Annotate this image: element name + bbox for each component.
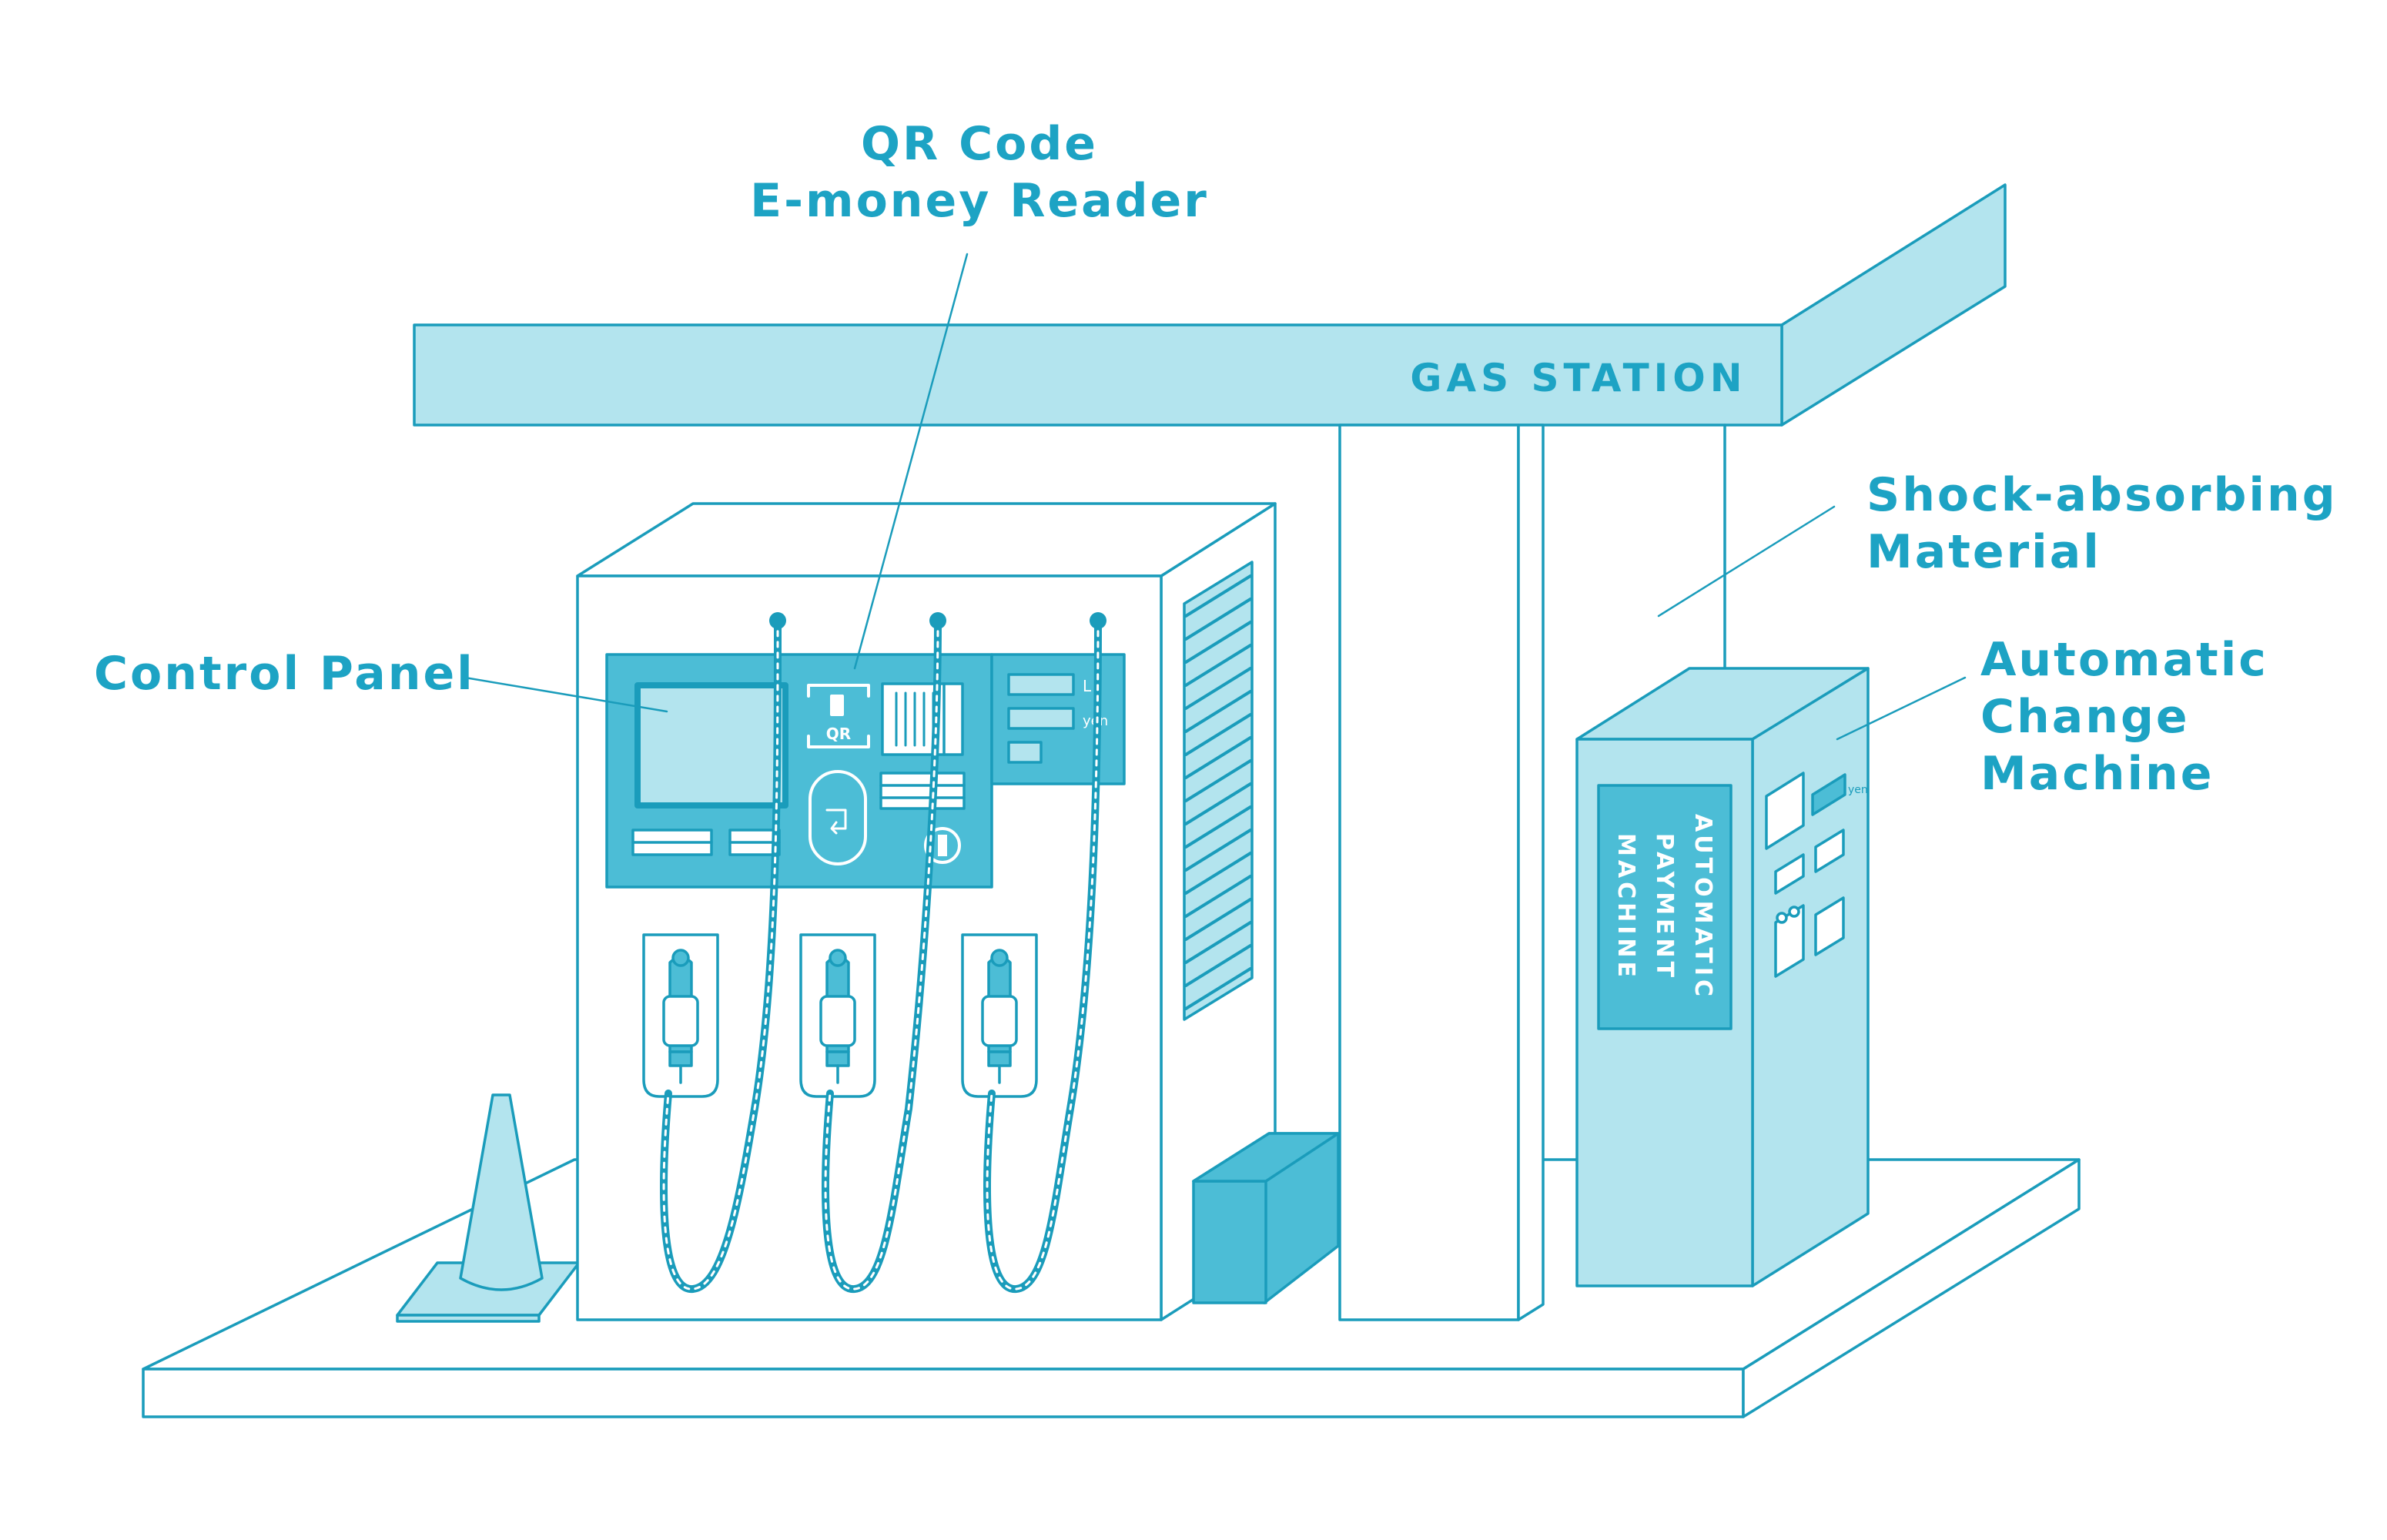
callout-shock-absorbing-line-2: Material bbox=[1866, 525, 2101, 579]
change-machine-controls bbox=[1765, 772, 1846, 978]
nozzle-holster-1 bbox=[642, 933, 719, 1098]
liters-unit: L bbox=[1083, 677, 1092, 695]
control-panel: QR L yen bbox=[605, 653, 1126, 889]
panel-screen bbox=[634, 682, 788, 808]
payment-machine-sign bbox=[1597, 784, 1732, 1030]
hose-anchors bbox=[769, 612, 1106, 629]
fuel-hoses-highlight bbox=[662, 619, 1100, 1291]
leader-control-panel bbox=[464, 676, 668, 713]
leader-change-machine bbox=[1836, 676, 1967, 741]
callout-qr-reader: QR Code E-money Reader bbox=[733, 116, 1226, 229]
qr-reader bbox=[807, 684, 870, 748]
callout-shock-absorbing: Shock-absorbing Material bbox=[1866, 467, 2338, 581]
leader-shock-absorbing bbox=[1657, 505, 1836, 618]
shock-absorbing-block bbox=[1192, 1132, 1340, 1304]
callout-leaders bbox=[464, 253, 1967, 741]
callout-change-machine: Automatic Change Machine bbox=[1980, 631, 2268, 802]
e-money-pad bbox=[808, 770, 867, 865]
callout-qr-reader-line-2: E-money Reader bbox=[750, 174, 1209, 228]
callout-change-machine-line-3: Machine bbox=[1980, 747, 2215, 801]
leader-qr-reader bbox=[853, 253, 969, 670]
traffic-cone bbox=[396, 1093, 581, 1323]
callout-change-machine-line-1: Automatic bbox=[1980, 633, 2268, 687]
callout-qr-reader-line-1: QR Code bbox=[861, 117, 1098, 171]
payment-machine bbox=[1575, 667, 1870, 1287]
payment-machine-label: AUTOMATIC PAYMENT MACHINE bbox=[1612, 814, 1716, 1000]
payment-machine-label-line-2: PAYMENT bbox=[1651, 833, 1678, 981]
payment-machine-yen-unit: yen bbox=[1848, 784, 1868, 796]
callout-change-machine-line-2: Change bbox=[1980, 690, 2190, 744]
payment-machine-label-line-1: AUTOMATIC bbox=[1689, 814, 1716, 1000]
card-slot bbox=[881, 682, 964, 756]
canopy-pillar bbox=[1338, 424, 1545, 1321]
callout-shock-absorbing-line-1: Shock-absorbing bbox=[1866, 468, 2338, 522]
qr-label: QR bbox=[826, 725, 851, 743]
nozzle-holster-2 bbox=[799, 933, 876, 1098]
callout-control-panel-line-1: Control Panel bbox=[94, 647, 475, 701]
canopy-sign: GAS STATION bbox=[1410, 356, 1746, 400]
callout-control-panel: Control Panel bbox=[94, 645, 475, 702]
canopy-beam: GAS STATION bbox=[413, 183, 2007, 427]
payment-machine-label-line-3: MACHINE bbox=[1612, 833, 1639, 981]
nozzle-holster-3 bbox=[961, 933, 1038, 1098]
